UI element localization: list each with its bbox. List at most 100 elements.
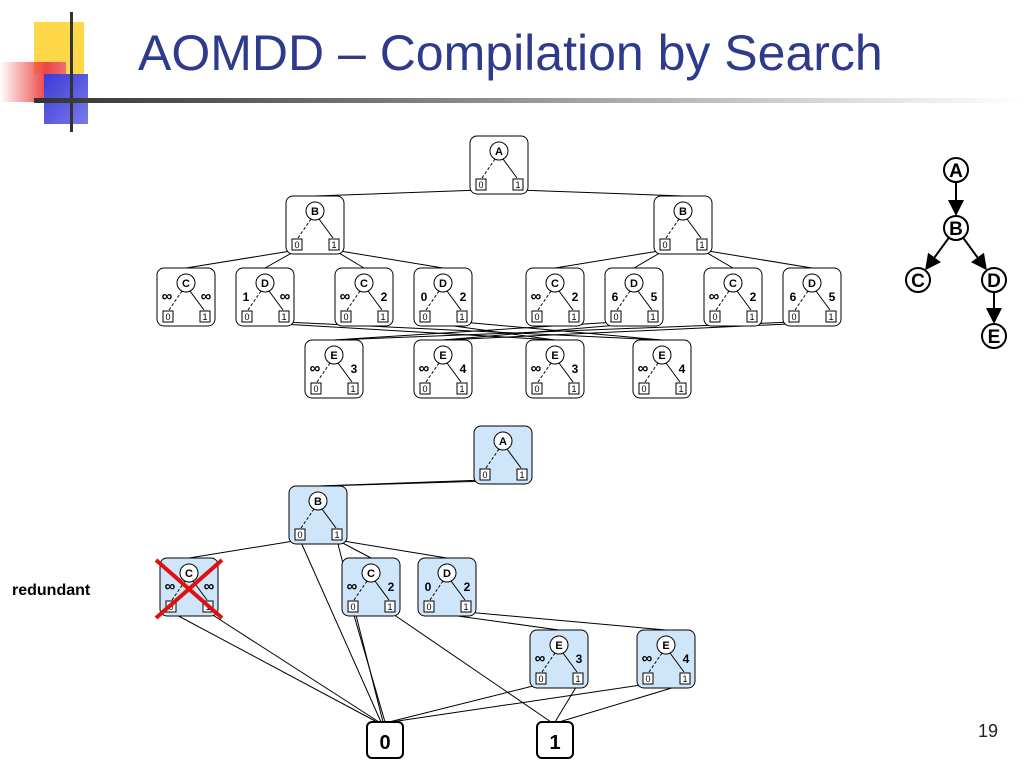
branch-0 — [247, 290, 262, 311]
value-1-label: 1 — [519, 470, 524, 480]
variable-circle — [723, 273, 743, 293]
value-0-box — [291, 238, 303, 251]
branch-0 — [644, 362, 659, 383]
value-0-box — [531, 382, 543, 395]
weight-0: ∞ — [531, 288, 542, 305]
value-0-box — [475, 178, 487, 191]
deco-vertical-line — [70, 12, 73, 132]
value-0-box — [709, 310, 721, 323]
branch-1 — [815, 290, 831, 311]
value-0-label: 0 — [313, 384, 318, 394]
variable-label: D — [808, 278, 816, 290]
pseudo-tree-label: C — [911, 271, 925, 292]
pseudo-tree-label: D — [987, 271, 1001, 292]
branch-1 — [337, 362, 353, 383]
branch-1 — [374, 580, 390, 601]
pseudo-tree-arc — [962, 237, 987, 271]
value-1-box — [568, 382, 580, 395]
value-1-label: 1 — [571, 312, 576, 322]
weight-0: ∞ — [535, 650, 546, 667]
value-1-label: 1 — [463, 602, 468, 612]
arc-B0-C — [185, 249, 298, 269]
variable-circle — [354, 273, 374, 293]
weight-1: 4 — [460, 362, 467, 376]
value-1-label: 1 — [682, 674, 687, 684]
weight-0: 6 — [612, 290, 619, 304]
value-0-label: 0 — [297, 530, 302, 540]
branch-1 — [189, 290, 205, 311]
arc-mE1-T1 — [554, 683, 579, 723]
branch-0 — [300, 508, 315, 529]
variable-circle — [433, 345, 453, 365]
branch-1 — [367, 290, 383, 311]
variable-circle — [179, 563, 199, 583]
variable-circle — [493, 431, 513, 451]
value-1-label: 1 — [699, 240, 704, 250]
value-0-box — [340, 310, 352, 323]
value-1-box — [647, 310, 659, 323]
variable-circle — [308, 491, 328, 511]
branch-1 — [637, 290, 653, 311]
variable-circle — [324, 345, 344, 365]
weight-0: ∞ — [162, 288, 173, 305]
value-0-box — [479, 468, 491, 481]
arc-A0-B — [314, 189, 482, 197]
value-0-label: 0 — [613, 312, 618, 322]
variable-circle — [656, 635, 676, 655]
variable-circle — [176, 273, 196, 293]
value-1-box — [696, 238, 708, 251]
value-0-label: 0 — [534, 384, 539, 394]
pseudo-tree-circle — [943, 157, 969, 183]
weight-1: 4 — [679, 362, 686, 376]
weight-1: 5 — [651, 290, 658, 304]
variable-circle — [433, 273, 453, 293]
value-0-label: 0 — [538, 674, 543, 684]
value-1-label: 1 — [459, 384, 464, 394]
branch-1 — [665, 362, 681, 383]
diagram-edges — [170, 189, 832, 723]
weight-1: 2 — [388, 580, 395, 594]
pseudo-tree-label: A — [949, 161, 963, 182]
weight-0: 0 — [425, 580, 432, 594]
value-1-box — [456, 310, 468, 323]
branch-0 — [537, 290, 552, 311]
value-0-label: 0 — [482, 470, 487, 480]
value-1-box — [460, 600, 472, 613]
value-1-box — [572, 672, 584, 685]
variable-label: C — [729, 278, 737, 290]
value-0-box — [642, 672, 654, 685]
value-1-label: 1 — [281, 312, 286, 322]
value-1-label: 1 — [202, 312, 207, 322]
value-1-box — [331, 528, 343, 541]
branch-0 — [346, 290, 361, 311]
branch-1 — [669, 652, 685, 673]
branch-1 — [686, 218, 702, 239]
value-0-label: 0 — [426, 602, 431, 612]
weight-0: 6 — [790, 290, 797, 304]
variable-label: D — [630, 278, 638, 290]
value-1-box — [679, 672, 691, 685]
value-1-label: 1 — [459, 312, 464, 322]
redundant-label: redundant — [12, 582, 91, 599]
branch-0 — [537, 362, 552, 383]
variable-circle — [624, 273, 644, 293]
value-1-box — [456, 382, 468, 395]
value-0-box — [423, 600, 435, 613]
value-0-label: 0 — [350, 602, 355, 612]
arc-mE0-T0 — [388, 683, 542, 723]
value-0-box — [294, 528, 306, 541]
value-0-label: 0 — [791, 312, 796, 322]
arc-B0-C — [554, 249, 666, 269]
value-1-label: 1 — [334, 530, 339, 540]
variable-label: C — [182, 278, 190, 290]
